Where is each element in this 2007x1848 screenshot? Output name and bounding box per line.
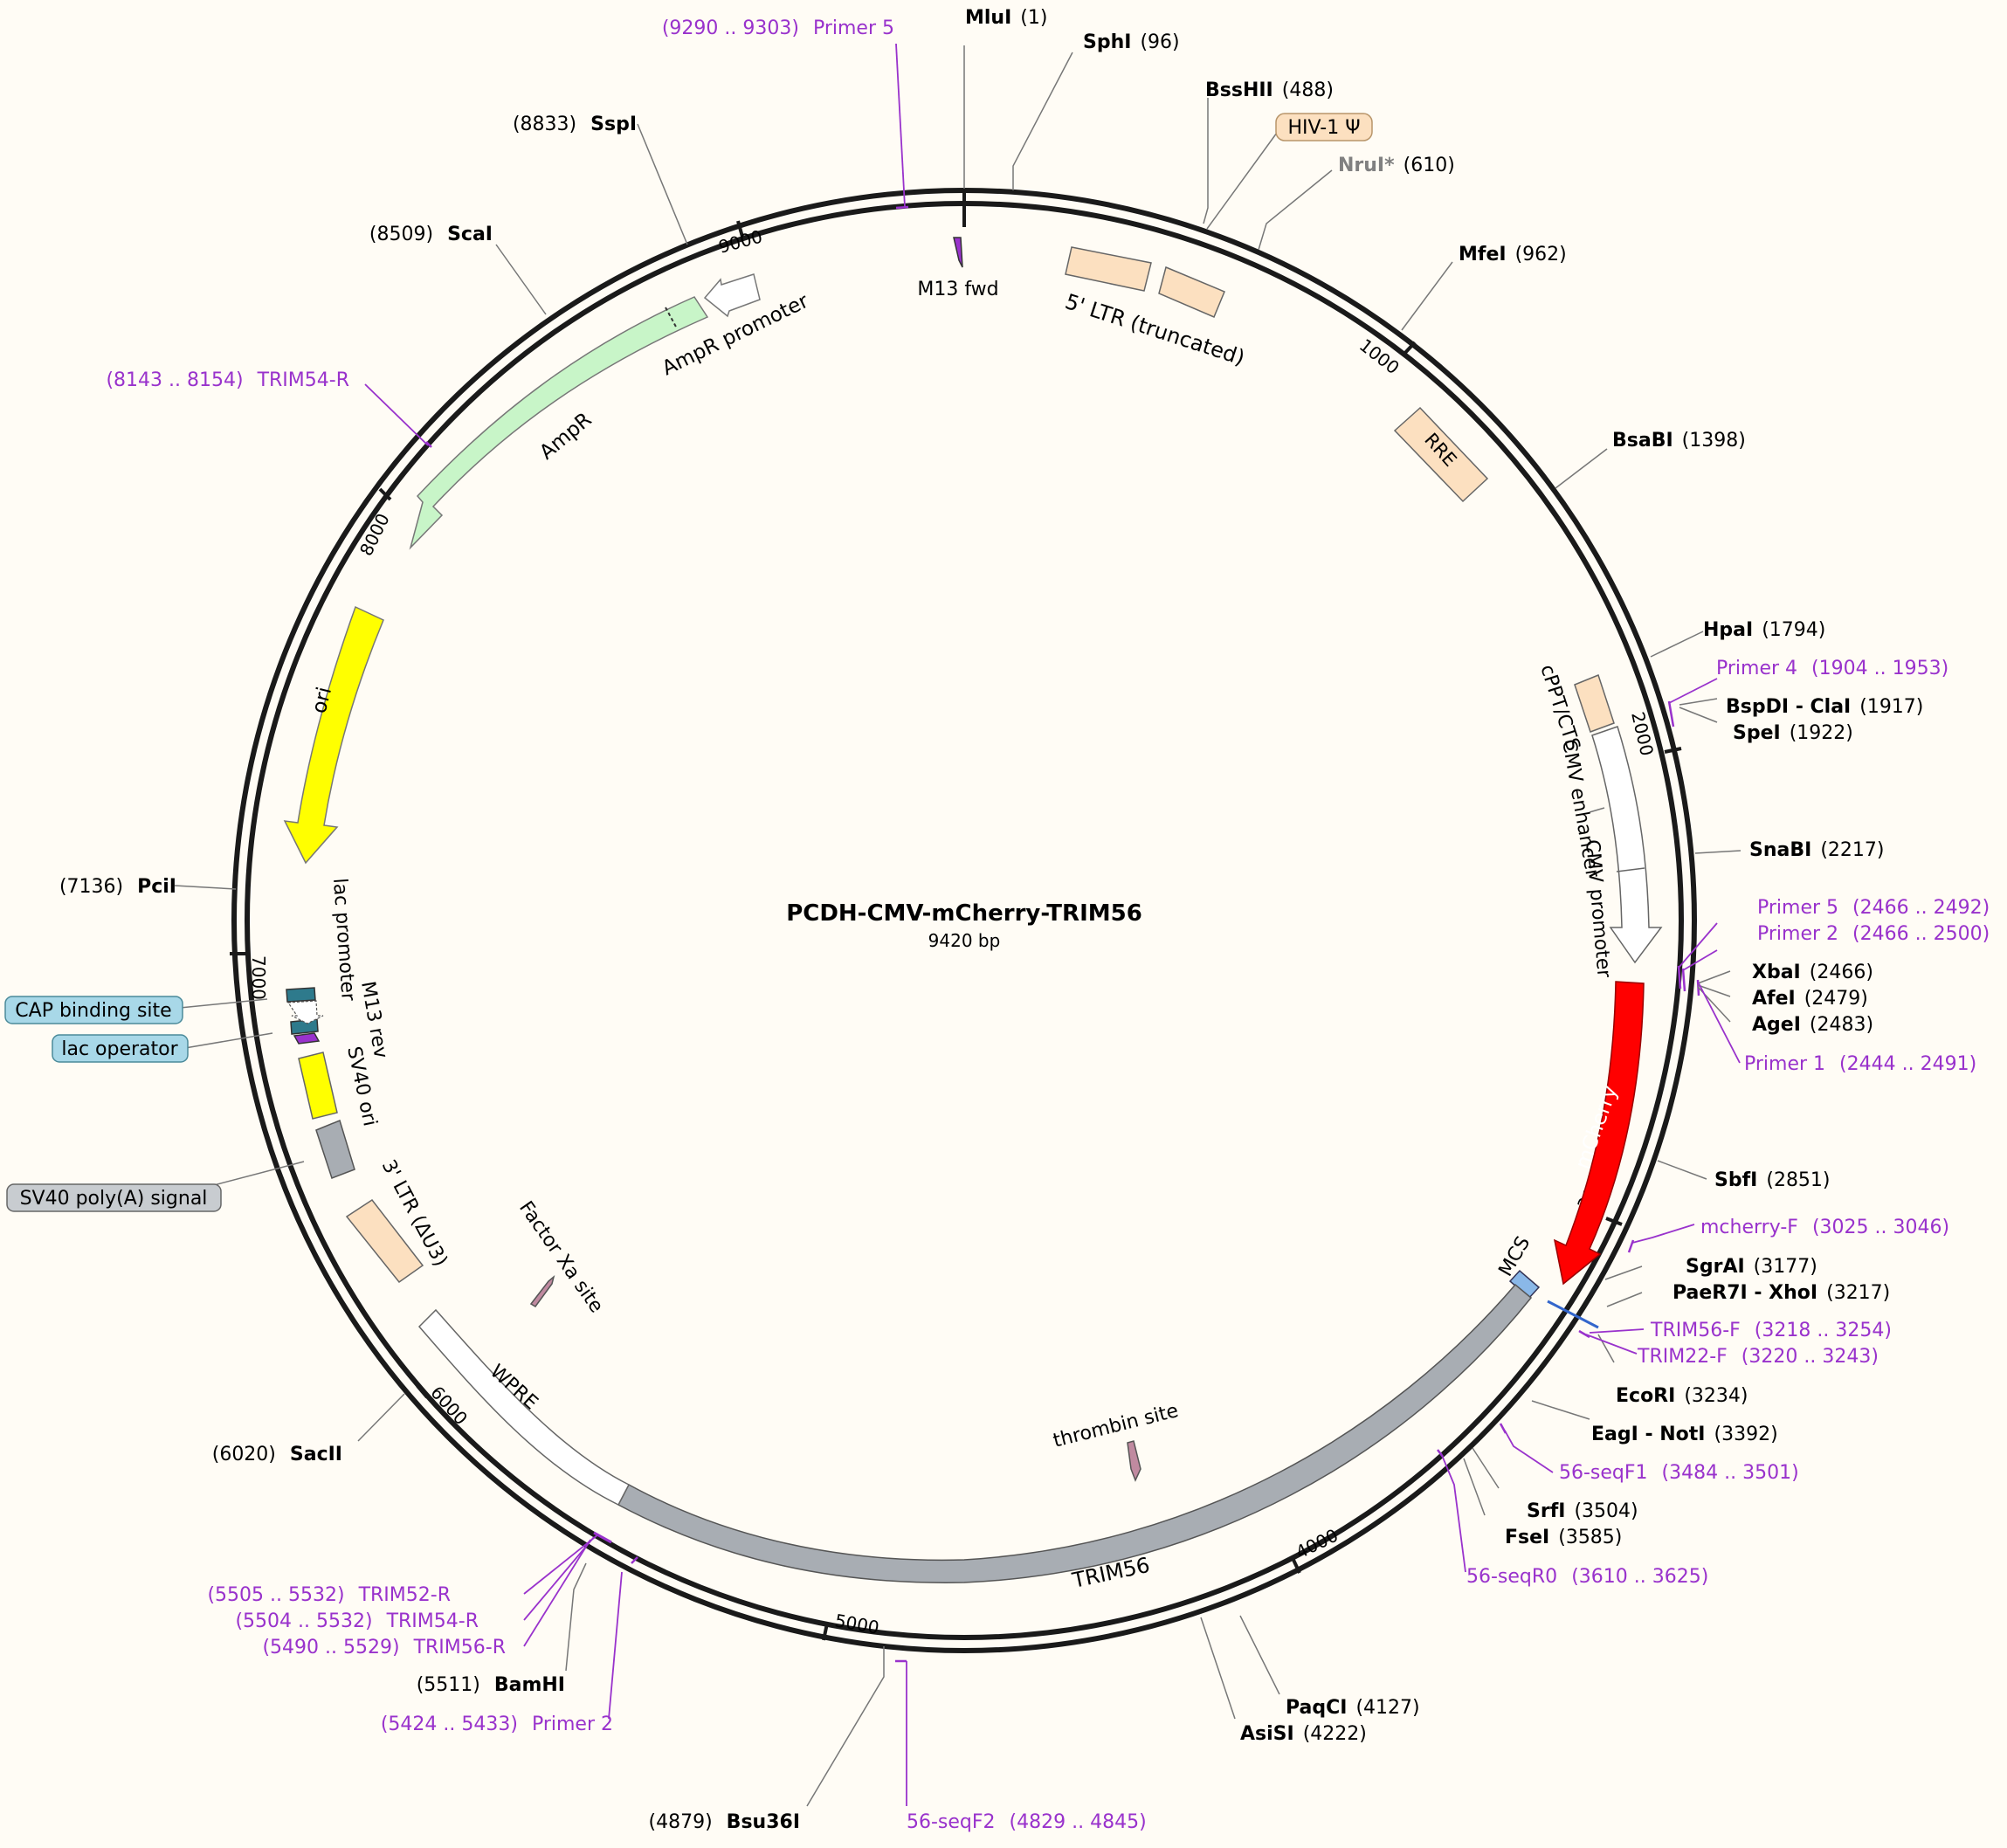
primer-label-primer2-bottom[interactable]: (5424 .. 5433)Primer 2 (381, 1714, 613, 1735)
ltr5-feature[interactable]: 5' LTR (truncated) (1062, 246, 1248, 370)
site-sphi[interactable]: SphI(96) (1083, 31, 1180, 53)
site-bsshii[interactable]: BssHII(488) (1205, 79, 1334, 101)
primer-label-primer5[interactable]: Primer 5(2466 .. 2492) (1757, 897, 1990, 919)
plasmid-title-group: PCDH-CMV-mCherry-TRIM56 9420 bp (786, 900, 1142, 951)
lac-promoter-feature[interactable]: lac promoter (286, 878, 359, 1024)
m13-fwd-label: M13 fwd (917, 279, 998, 300)
lac-operator-feature[interactable]: lac operator (52, 1018, 319, 1063)
primer-label-trim56-r[interactable]: (5490 .. 5529)TRIM56-R (262, 1637, 506, 1658)
mcherry-feature[interactable]: mCherry (1553, 981, 1645, 1286)
site-eagi-noti[interactable]: EagI - NotI(3392) (1591, 1424, 1778, 1445)
primer-label-trim22-f[interactable]: TRIM22-F(3220 .. 3243) (1637, 1346, 1879, 1368)
plasmid-name: PCDH-CMV-mCherry-TRIM56 (786, 900, 1142, 927)
cmv-feature[interactable]: CMV enhancer CMV promoter (1557, 726, 1663, 979)
site-bspdi-clai[interactable]: BspDI - ClaI(1917) (1726, 696, 1923, 718)
site-leaders (174, 45, 1741, 1807)
hiv-psi-label: HIV-1 Ψ (1287, 117, 1360, 139)
site-sspi[interactable]: (8833)SspI (513, 114, 637, 135)
ltr3-feature[interactable]: 3' LTR (ΔU3) (345, 1156, 452, 1284)
tick-3000 (1605, 1217, 1623, 1226)
site-bsu36i[interactable]: (4879)Bsu36I (649, 1811, 800, 1833)
cap-site-label: CAP binding site (15, 1000, 171, 1022)
primer-label-56-seqf1[interactable]: 56-seqF1(3484 .. 3501) (1559, 1462, 1799, 1484)
primer-label-trim56-f[interactable]: TRIM56-F(3218 .. 3254) (1650, 1320, 1892, 1341)
site-agei[interactable]: AgeI(2483) (1752, 1014, 1873, 1036)
cap-site-feature[interactable]: CAP binding site (4, 987, 316, 1024)
site-pcii[interactable]: (7136)PciI (59, 876, 176, 898)
site-xbai[interactable]: XbaI(2466) (1752, 962, 1873, 983)
primer-label-primer4[interactable]: Primer 4(1904 .. 1953) (1716, 658, 1948, 679)
site-sacii[interactable]: (6020)SacII (212, 1444, 342, 1465)
primer-leaders (364, 43, 1741, 1806)
tick-1000 (1402, 341, 1417, 356)
ampr-label: AmpR (535, 408, 596, 464)
sv40-polya-feature[interactable]: SV40 poly(A) signal (6, 1119, 355, 1212)
site-fsei[interactable]: FseI(3585) (1505, 1527, 1622, 1548)
site-sgrai[interactable]: SgrAI(3177) (1686, 1256, 1817, 1278)
site-spei[interactable]: SpeI(1922) (1733, 722, 1853, 744)
tick-label-1000: 1000 (1355, 334, 1404, 378)
site-paer7i-xhoi[interactable]: PaeR7I - XhoI(3217) (1672, 1282, 1890, 1304)
primer-label-trim52-r[interactable]: (5505 .. 5532)TRIM52-R (207, 1584, 451, 1606)
site-labels: MluI(1) SphI(96) BssHII(488) NruI*(610) … (59, 7, 1923, 1833)
lac-operator-label: lac operator (61, 1038, 178, 1060)
site-sbfi[interactable]: SbfI(2851) (1714, 1169, 1831, 1191)
lac-promoter-label: lac promoter (328, 878, 359, 1003)
site-asisi[interactable]: AsiSI(4222) (1240, 1723, 1367, 1745)
tick-label-7000: 7000 (248, 955, 269, 1000)
site-ecori[interactable]: EcoRI(3234) (1616, 1385, 1748, 1407)
site-srfi[interactable]: SrfI(3504) (1527, 1500, 1638, 1522)
sv40-ori-feature[interactable]: SV40 ori (298, 1045, 381, 1128)
site-mlui[interactable]: MluI(1) (965, 7, 1047, 29)
ori-feature[interactable]: ori (283, 605, 384, 865)
site-paqci[interactable]: PaqCI(4127) (1286, 1697, 1420, 1719)
factorxa-feature[interactable]: Factor Xa site (514, 1197, 607, 1317)
hiv-psi-feature[interactable]: HIV-1 Ψ (1206, 113, 1373, 230)
rre-feature[interactable]: RRE (1393, 406, 1489, 503)
site-nrui[interactable]: NruI*(610) (1338, 155, 1455, 176)
primer-label-56-seqf2[interactable]: 56-seqF2(4829 .. 4845) (907, 1811, 1147, 1833)
primer-label-mcherry-f[interactable]: mcherry-F(3025 .. 3046) (1700, 1217, 1949, 1238)
tick-5000 (822, 1623, 829, 1641)
site-scai[interactable]: (8509)ScaI (369, 224, 493, 245)
m13-fwd-feature[interactable]: M13 fwd (917, 237, 999, 300)
tick-label-5000: 5000 (833, 1610, 880, 1638)
tick-9000 (736, 220, 744, 238)
site-bamhi[interactable]: (5511)BamHI (417, 1674, 565, 1696)
primer-label-primer5-top[interactable]: (9290 .. 9303)Primer 5 (662, 17, 894, 39)
site-snabi[interactable]: SnaBI(2217) (1749, 839, 1884, 861)
factorxa-label: Factor Xa site (514, 1197, 607, 1317)
tick-2000 (1664, 747, 1682, 754)
tick-6000 (416, 1384, 429, 1399)
sv40-polya-label: SV40 poly(A) signal (20, 1188, 208, 1210)
tick-4000 (1291, 1557, 1301, 1574)
plasmid-length: 9420 bp (928, 930, 1001, 951)
tick-8000 (378, 487, 392, 501)
site-bsabi[interactable]: BsaBI(1398) (1612, 430, 1746, 452)
ampr-feature[interactable]: AmpR (409, 296, 709, 550)
ticks (230, 193, 1682, 1641)
thrombin-feature[interactable]: thrombin site (1051, 1400, 1181, 1482)
site-hpai[interactable]: HpaI(1794) (1703, 619, 1825, 641)
mcs-label: MCS (1495, 1233, 1535, 1280)
primer-label-primer2[interactable]: Primer 2(2466 .. 2500) (1757, 923, 1990, 945)
thrombin-label: thrombin site (1051, 1400, 1180, 1452)
primer-labels: (9290 .. 9303)Primer 5 (8143 .. 8154)TRI… (106, 17, 1990, 1833)
primer-label-primer1[interactable]: Primer 1(2444 .. 2491) (1744, 1053, 1976, 1075)
primer-label-trim54-r[interactable]: (5504 .. 5532)TRIM54-R (235, 1610, 479, 1632)
site-mfei[interactable]: MfeI(962) (1459, 244, 1567, 265)
site-afei[interactable]: AfeI(2479) (1752, 988, 1868, 1010)
primer-label-trim54r-top[interactable]: (8143 .. 8154)TRIM54-R (106, 369, 349, 391)
primer-label-56-seqr0[interactable]: 56-seqR0(3610 .. 3625) (1466, 1566, 1708, 1588)
cmv-promoter-label: CMV promoter (1581, 838, 1615, 979)
